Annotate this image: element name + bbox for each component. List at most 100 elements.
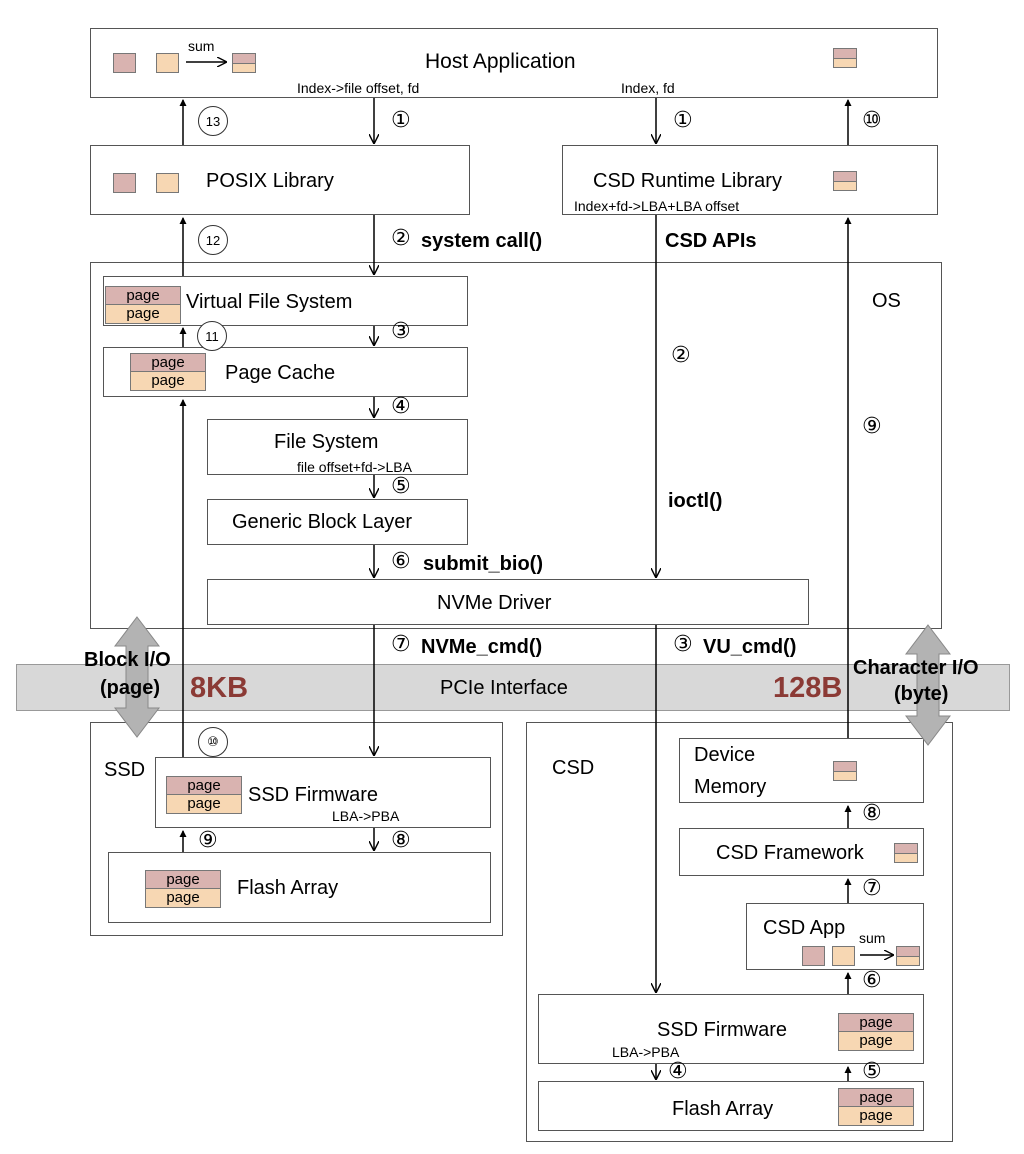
pcie-interface-band bbox=[16, 664, 1010, 711]
page-label: page bbox=[167, 777, 241, 795]
file-system-box bbox=[207, 419, 468, 475]
host-right-block bbox=[833, 48, 857, 68]
host-sum-label: sum bbox=[188, 38, 215, 54]
step-7-csd: ⑦ bbox=[862, 876, 882, 901]
posix-block-pink bbox=[113, 173, 136, 193]
step-13: 13 bbox=[198, 106, 228, 136]
csd-app-sum-result bbox=[896, 946, 920, 966]
generic-block-layer-box bbox=[207, 499, 468, 545]
csd-runtime-title: CSD Runtime Library bbox=[593, 170, 782, 192]
posix-block-peach bbox=[156, 173, 179, 193]
block-io-double-arrow bbox=[113, 616, 161, 738]
step-3-vfs: ③ bbox=[391, 319, 411, 344]
step-8-ssd: ⑧ bbox=[391, 828, 411, 853]
pcie-interface-title: PCIe Interface bbox=[440, 677, 568, 699]
step-4-page-cache: ④ bbox=[391, 394, 411, 419]
csd-framework-box bbox=[679, 828, 924, 876]
page-label: page bbox=[839, 1032, 913, 1050]
step-10-ssd: ⑩ bbox=[198, 727, 228, 757]
generic-block-layer-title: Generic Block Layer bbox=[232, 511, 413, 533]
csd-runtime-block bbox=[833, 171, 857, 191]
nvme-cmd-label: NVMe_cmd() bbox=[421, 636, 543, 658]
block-io-label: Block I/O bbox=[84, 649, 171, 671]
step-5-fs: ⑤ bbox=[391, 474, 411, 499]
step-4-csd: ④ bbox=[668, 1059, 688, 1084]
csd-app-box bbox=[746, 903, 924, 970]
device-memory-box bbox=[679, 738, 924, 803]
page-label: page bbox=[839, 1014, 913, 1032]
csd-firmware-page-stack: page page bbox=[838, 1013, 914, 1051]
step-9-runtime: ⑨ bbox=[862, 414, 882, 439]
block-io-unit-label: (page) bbox=[100, 677, 160, 699]
ssd-flash-title: Flash Array bbox=[237, 877, 339, 899]
step-12: 12 bbox=[198, 225, 228, 255]
character-io-double-arrow bbox=[904, 624, 952, 746]
char-io-label: Character I/O bbox=[853, 657, 979, 679]
step-6-submit-bio: ⑥ bbox=[391, 549, 411, 574]
ioctl-label: ioctl() bbox=[668, 490, 723, 512]
csd-framework-block bbox=[894, 843, 918, 863]
posix-library-box bbox=[90, 145, 470, 215]
ssd-firmware-subtitle: LBA->PBA bbox=[332, 808, 400, 824]
host-application-title: Host Application bbox=[425, 50, 576, 73]
nvme-driver-title: NVMe Driver bbox=[437, 592, 552, 614]
device-memory-block bbox=[833, 761, 857, 781]
page-label: page bbox=[146, 871, 220, 889]
page-label: page bbox=[131, 372, 205, 390]
step-9-ssd: ⑨ bbox=[198, 828, 218, 853]
ssd-container bbox=[90, 722, 503, 936]
step-2-system-call: ② bbox=[391, 226, 411, 251]
csd-runtime-library-box bbox=[562, 145, 938, 215]
page-label: page bbox=[106, 305, 180, 323]
csd-firmware-subtitle: LBA->PBA bbox=[612, 1044, 680, 1060]
step-7-nvme: ⑦ bbox=[391, 632, 411, 657]
step-5-csd: ⑤ bbox=[862, 1059, 882, 1084]
page-cache-page-stack: page page bbox=[130, 353, 206, 391]
step-2-ioctl: ② bbox=[671, 343, 691, 368]
step-1-posix: ① bbox=[391, 108, 411, 133]
csd-container bbox=[526, 722, 953, 1142]
os-label: OS bbox=[872, 290, 901, 312]
ssd-firmware-title: SSD Firmware bbox=[248, 784, 379, 806]
ssd-label: SSD bbox=[104, 759, 146, 781]
vu-cmd-label: VU_cmd() bbox=[703, 636, 797, 658]
ssd-flash-page-stack: page page bbox=[145, 870, 221, 908]
csd-ssd-firmware-title: SSD Firmware bbox=[657, 1019, 788, 1041]
host-application-box bbox=[90, 28, 938, 98]
csd-flash-page-stack: page page bbox=[838, 1088, 914, 1126]
csd-app-block-peach bbox=[832, 946, 855, 966]
vfs-page-stack: page page bbox=[105, 286, 181, 324]
csd-label: CSD bbox=[552, 757, 595, 779]
host-data-block-pink bbox=[113, 53, 136, 73]
device-memory-line2: Memory bbox=[694, 776, 767, 798]
page-cache-title: Page Cache bbox=[225, 362, 336, 384]
os-container bbox=[90, 262, 942, 629]
nvme-driver-box bbox=[207, 579, 809, 625]
char-io-unit-label: (byte) bbox=[894, 683, 949, 705]
host-index-fd-label: Index, fd bbox=[621, 80, 675, 96]
step-1-runtime: ① bbox=[673, 108, 693, 133]
page-label: page bbox=[839, 1107, 913, 1125]
step-10-host: ⑩ bbox=[862, 108, 882, 133]
block-size-label: 8KB bbox=[190, 672, 249, 704]
posix-library-title: POSIX Library bbox=[206, 170, 334, 192]
step-6-csd: ⑥ bbox=[862, 968, 882, 993]
device-memory-line1: Device bbox=[694, 744, 756, 766]
host-index-file-offset-label: Index->file offset, fd bbox=[297, 80, 420, 96]
host-data-block-peach bbox=[156, 53, 179, 73]
submit-bio-label: submit_bio() bbox=[423, 553, 543, 575]
host-sum-result-block bbox=[232, 53, 256, 73]
csd-app-sum-label: sum bbox=[859, 930, 886, 946]
csd-app-title: CSD App bbox=[763, 917, 846, 939]
csd-app-block-pink bbox=[802, 946, 825, 966]
ssd-firmware-page-stack: page page bbox=[166, 776, 242, 814]
csd-apis-label: CSD APIs bbox=[665, 230, 757, 252]
vfs-title: Virtual File System bbox=[186, 291, 353, 313]
file-system-subtitle: file offset+fd->LBA bbox=[297, 459, 412, 475]
step-11: 11 bbox=[197, 321, 227, 351]
file-system-title: File System bbox=[274, 431, 379, 453]
page-label: page bbox=[146, 889, 220, 907]
step-8-csd: ⑧ bbox=[862, 801, 882, 826]
